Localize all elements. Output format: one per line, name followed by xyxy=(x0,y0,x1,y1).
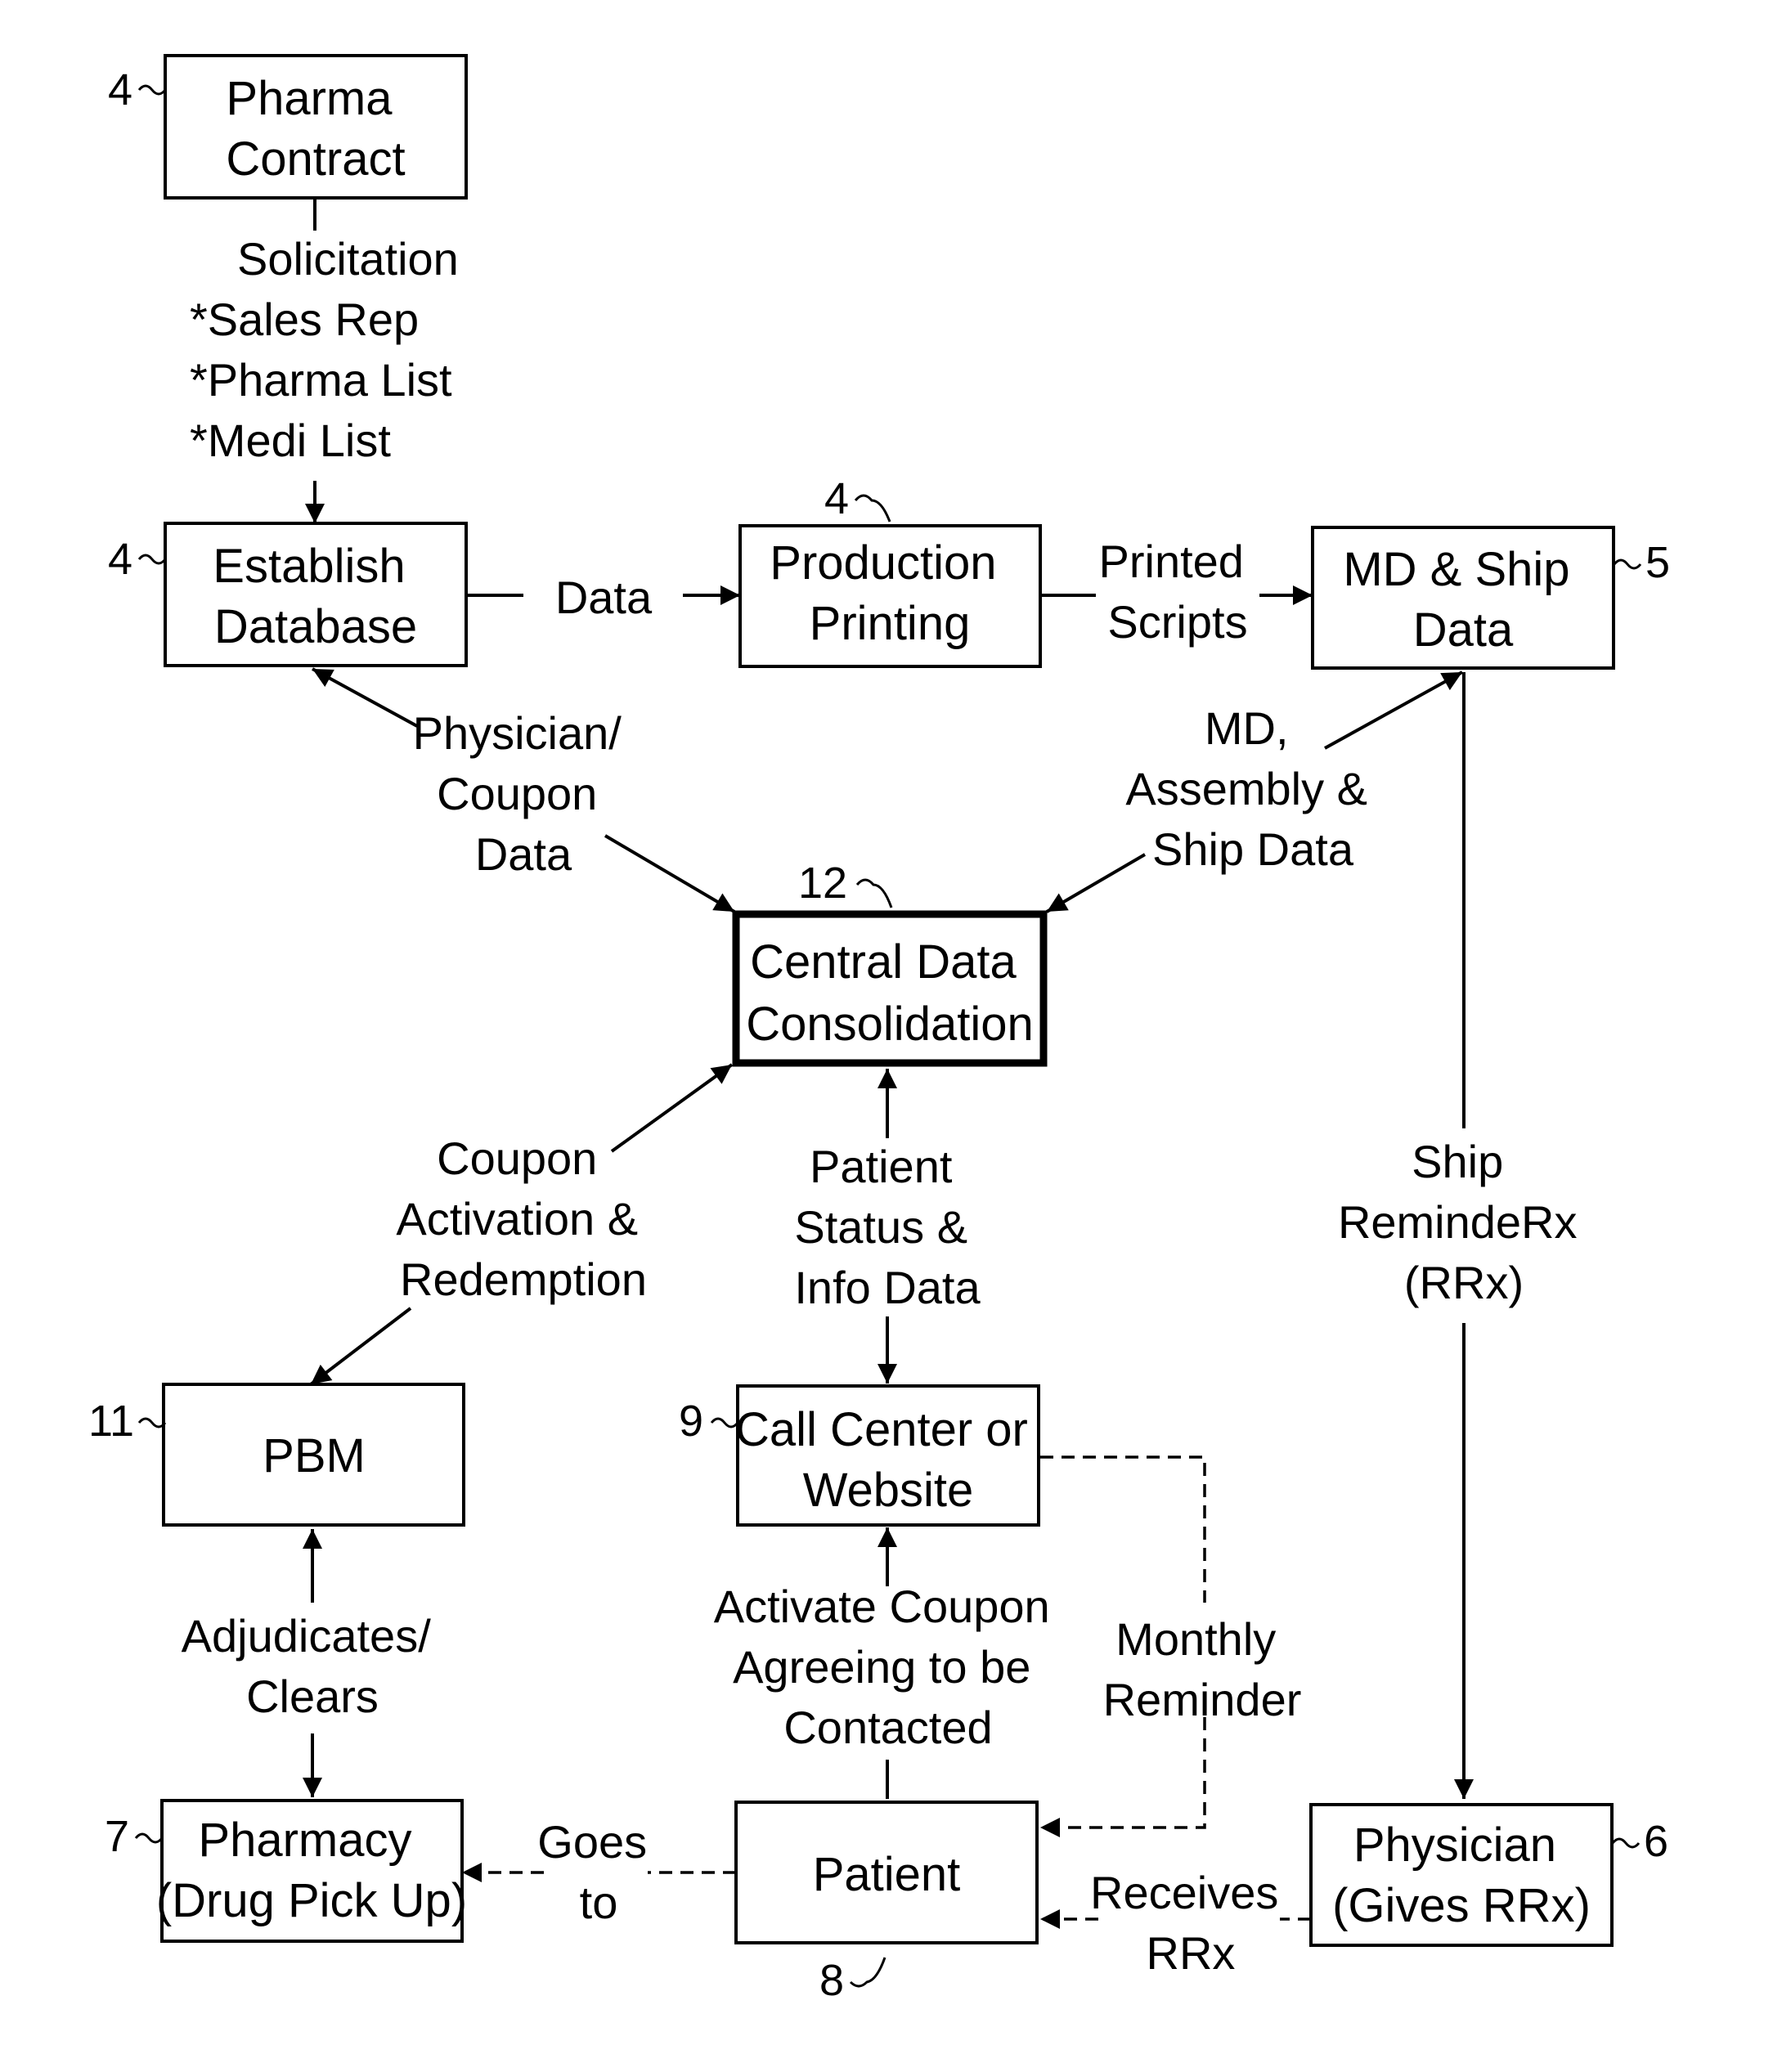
patient-status-label: Patient Status & Info Data xyxy=(794,1141,981,1313)
ref-md-ship-data: 5 xyxy=(1645,538,1670,587)
solicitation-label: Solicitation *Sales Rep *Pharma List *Me… xyxy=(190,233,471,466)
pbm-label: PBM xyxy=(263,1429,366,1482)
goes-to-label: Goes to xyxy=(537,1816,659,1928)
patient-label: Patient xyxy=(813,1848,961,1901)
edge-labels: Solicitation *Sales Rep *Pharma List *Me… xyxy=(182,233,1590,1979)
ref-pharma-contract: 4 xyxy=(108,65,132,114)
ref-central-data: 12 xyxy=(798,859,847,908)
ref-call-center: 9 xyxy=(679,1397,703,1446)
edge-central-to-md xyxy=(1325,672,1462,748)
edge-coupon-to-central xyxy=(612,1065,732,1151)
coupon-activation-label: Coupon Activation & Redemption xyxy=(396,1132,650,1305)
edge-monthly-reminder xyxy=(1040,1457,1205,1603)
receives-rrx-label: Receives RRx xyxy=(1090,1867,1291,1979)
adjudicates-label: Adjudicates/ Clears xyxy=(182,1610,444,1722)
physician-coupon-label: Physician/ Coupon Data xyxy=(413,707,635,880)
ship-reminderx-label: Ship RemindeRx (RRx) xyxy=(1338,1136,1590,1308)
edge-monthly-reminder-lower xyxy=(1040,1717,1205,1828)
ref-production-printing: 4 xyxy=(824,474,849,523)
ref-pbm: 11 xyxy=(88,1397,134,1446)
edge-label-to-central xyxy=(605,836,734,912)
ref-physician: 6 xyxy=(1644,1817,1668,1866)
md-assembly-label: MD, Assembly & Ship Data xyxy=(1125,702,1380,875)
ref-pharmacy: 7 xyxy=(105,1812,129,1861)
edge-central-to-database xyxy=(312,669,417,726)
edge-md-to-central xyxy=(1047,854,1145,912)
ref-patient: 8 xyxy=(819,1956,844,2005)
data-label: Data xyxy=(555,572,653,623)
ref-establish-database: 4 xyxy=(108,535,132,584)
activate-coupon-label: Activate Coupon Agreeing to be Contacted xyxy=(714,1581,1062,1753)
printed-scripts-label: Printed Scripts xyxy=(1099,536,1257,648)
edge-coupon-to-pbm xyxy=(311,1308,411,1384)
monthly-reminder-label: Monthly Reminder xyxy=(1103,1613,1302,1725)
